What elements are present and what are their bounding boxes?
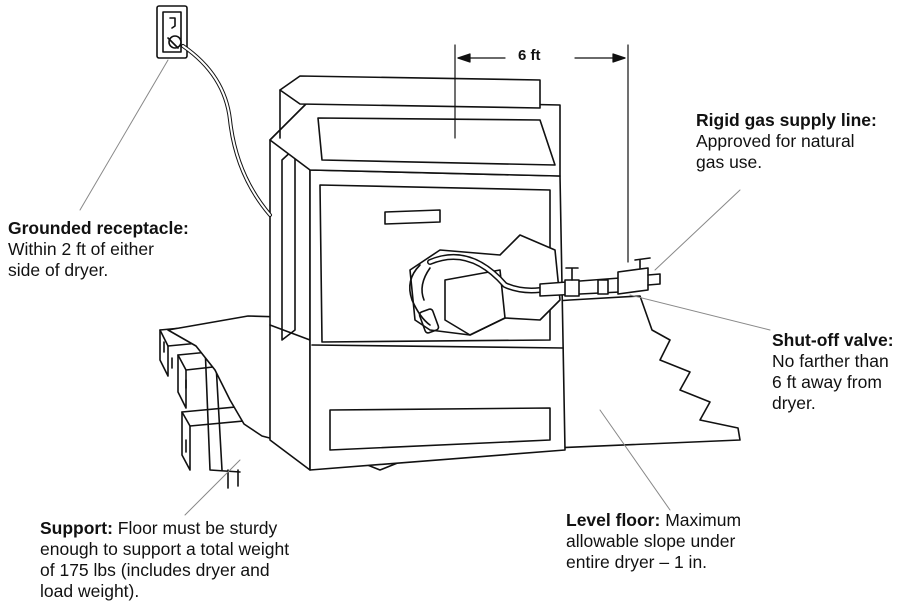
callout-support-text-2: enough to support a total weight <box>40 539 290 559</box>
dimension-6ft <box>454 44 629 263</box>
callout-valve-text-3: dryer. <box>772 393 816 413</box>
callout-receptacle-text-1: Within 2 ft of either <box>8 239 154 259</box>
callout-gas-line-text-2: gas use. <box>696 152 763 172</box>
callout-floor: Level floor: Maximum allowable slope und… <box>566 510 741 573</box>
callout-support-text-3: of 175 lbs (includes dryer and <box>40 560 270 580</box>
gas-supply-line <box>427 253 661 297</box>
dryer <box>269 75 566 471</box>
callout-valve: Shut-off valve: No farther than 6 ft awa… <box>772 330 894 414</box>
leader-lines <box>79 59 771 516</box>
callout-support: Support: Floor must be sturdy enough to … <box>40 518 289 602</box>
callout-floor-text-1: Maximum <box>660 510 742 530</box>
callout-support-text-4: load weight). <box>40 581 140 601</box>
wall-receptacle <box>156 5 188 59</box>
callout-floor-text-2: allowable slope under <box>566 531 736 551</box>
callout-support-title: Support: <box>40 518 113 538</box>
callout-support-text-1: Floor must be sturdy <box>112 518 278 538</box>
power-cord <box>181 44 272 217</box>
callout-valve-text-1: No farther than <box>772 351 889 371</box>
callout-floor-text-3: entire dryer – 1 in. <box>566 552 708 572</box>
callout-receptacle-text-2: side of dryer. <box>8 260 109 280</box>
callout-valve-title: Shut-off valve: <box>772 330 894 350</box>
callout-floor-title: Level floor: <box>566 510 661 530</box>
callout-receptacle-title: Grounded receptacle: <box>8 218 189 238</box>
callout-gas-line-text-1: Approved for natural <box>696 131 855 151</box>
callout-valve-text-2: 6 ft away from <box>772 372 882 392</box>
callout-receptacle: Grounded receptacle: Within 2 ft of eith… <box>8 218 189 281</box>
callout-gas-line-title: Rigid gas supply line: <box>696 110 877 130</box>
callout-gas-line: Rigid gas supply line: Approved for natu… <box>696 110 877 173</box>
dimension-label: 6 ft <box>518 47 541 64</box>
